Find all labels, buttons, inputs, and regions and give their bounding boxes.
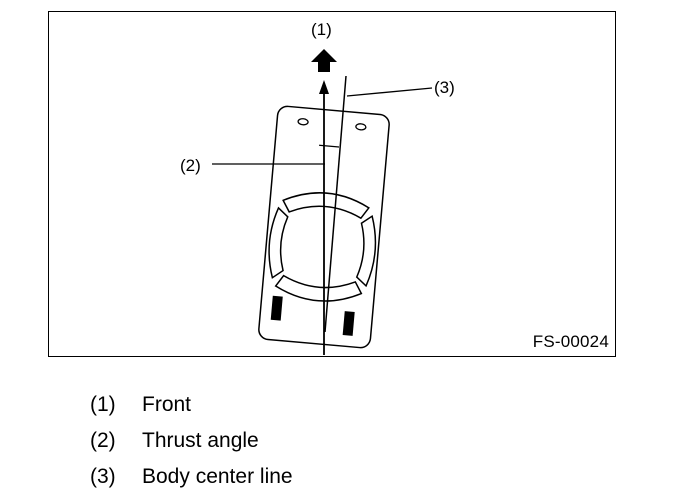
legend: (1) Front (2) Thrust angle (3) Body cent…	[90, 387, 293, 495]
figure-code: FS-00024	[532, 332, 609, 351]
legend-number: (1)	[90, 393, 116, 416]
callout-2: (2)	[180, 156, 201, 175]
wheel-arc-pieces	[268, 192, 377, 302]
front-slot-right	[355, 123, 367, 131]
diagram-frame: (1) (2) (3) FS-00024	[48, 11, 616, 357]
legend-label: Body center line	[142, 465, 293, 488]
legend-number: (3)	[90, 465, 116, 488]
front-marker	[319, 144, 340, 148]
front-arrow-icon	[311, 49, 337, 72]
thrust-arrowhead	[319, 80, 329, 94]
arc-piece-bottom	[274, 274, 363, 302]
legend-item: (1) Front	[90, 387, 293, 423]
callout-1: (1)	[311, 20, 332, 39]
legend-label: Front	[142, 393, 192, 416]
legend-number: (2)	[90, 429, 116, 452]
body-center-line	[324, 75, 347, 333]
rear-block-right	[342, 311, 355, 336]
front-slot-left	[297, 118, 309, 126]
legend-item: (2) Thrust angle	[90, 423, 293, 459]
legend-item: (3) Body center line	[90, 459, 293, 495]
callout-3: (3)	[434, 78, 455, 97]
arc-piece-left	[268, 206, 289, 279]
vehicle-diagram	[212, 49, 433, 355]
leader-line-3	[346, 87, 433, 97]
arc-piece-right	[355, 214, 377, 288]
arc-piece-top	[282, 192, 370, 220]
legend-label: Thrust angle	[142, 429, 259, 452]
rear-block-left	[270, 295, 283, 321]
